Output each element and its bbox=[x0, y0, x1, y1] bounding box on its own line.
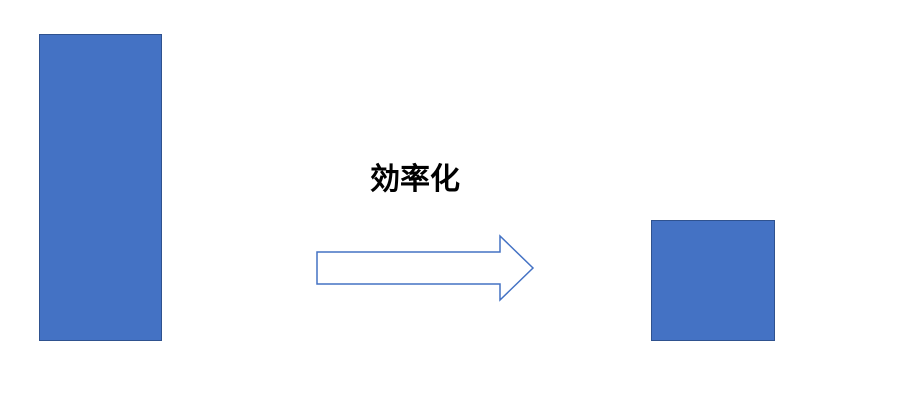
right-arrow-icon bbox=[316, 234, 535, 302]
efficiency-label: 効率化 bbox=[370, 162, 460, 197]
arrow-shape bbox=[316, 234, 535, 302]
short-square bbox=[651, 220, 775, 341]
tall-rectangle bbox=[39, 34, 162, 341]
